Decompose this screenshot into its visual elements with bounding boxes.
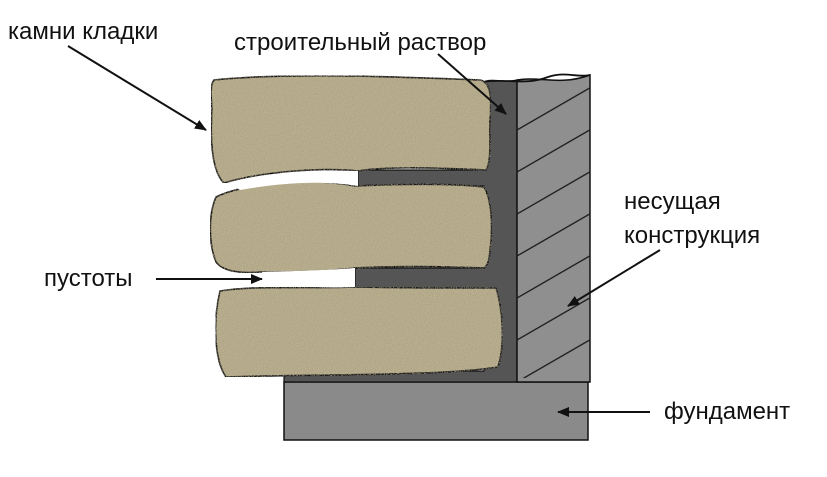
void-upper: [228, 170, 358, 190]
label-load-bearing-line1: несущая: [624, 188, 721, 215]
arrow-stones: [67, 45, 207, 131]
arrow-load-bearing: [567, 249, 661, 307]
label-stones: камни кладки: [8, 18, 159, 45]
label-load-bearing-line2: конструкция: [624, 222, 761, 249]
arrow-mortar: [437, 53, 507, 115]
label-voids: пустоты: [44, 265, 133, 292]
stone-top: [210, 75, 492, 184]
label-foundation: фундамент: [664, 398, 791, 425]
void-lower: [262, 268, 355, 288]
wall-hatching: [517, 82, 590, 378]
label-mortar: строительный раствор: [234, 29, 487, 56]
foundation-block: [283, 381, 589, 441]
stone-middle: [209, 180, 493, 274]
load-bearing-wall: [516, 73, 591, 383]
stone-bottom: [214, 286, 504, 378]
wall-top-edge: [482, 73, 591, 83]
